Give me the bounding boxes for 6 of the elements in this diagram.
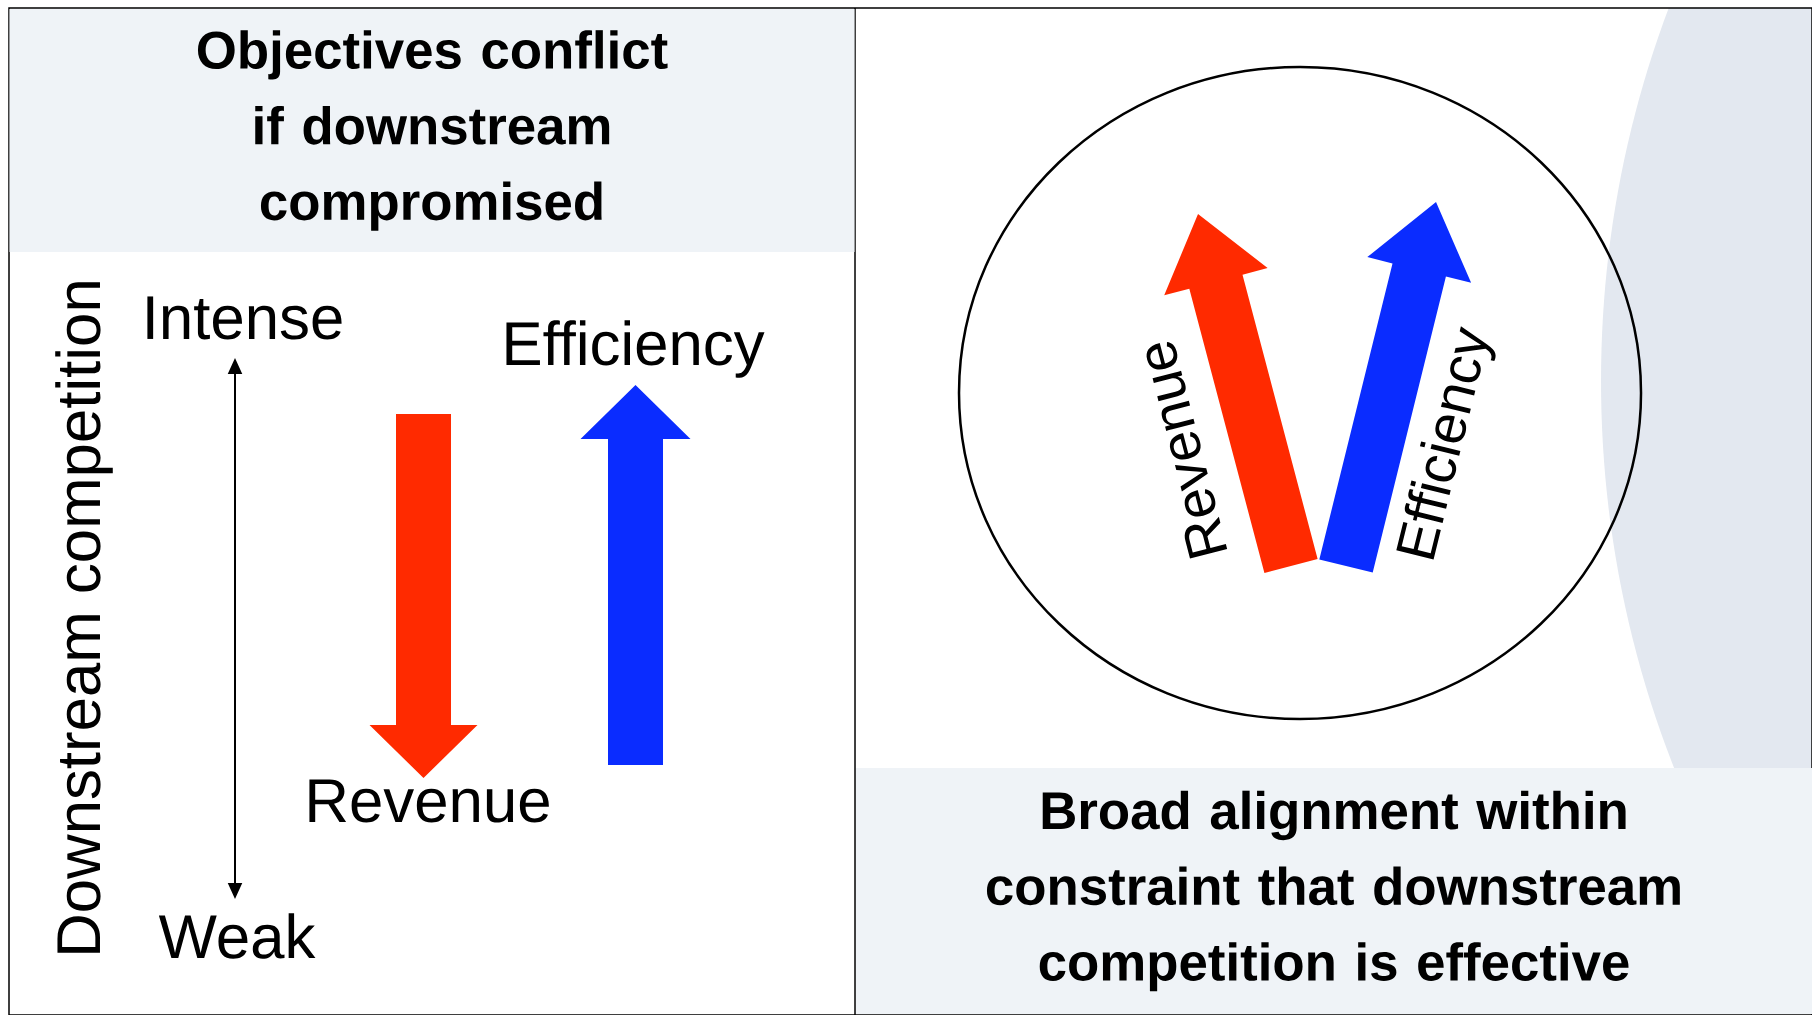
axis-label: Revenue: [309, 779, 549, 823]
rotated-label: Revenue: [1146, 342, 1228, 559]
axis-label: Weak: [158, 913, 316, 959]
caption-band: Broad alignment within constraint that downstream competition is effective: [856, 768, 1812, 1014]
axis-label: Efficiency: [506, 320, 765, 378]
title-band: Objectives conflict if downstream compromised: [9, 9, 855, 252]
